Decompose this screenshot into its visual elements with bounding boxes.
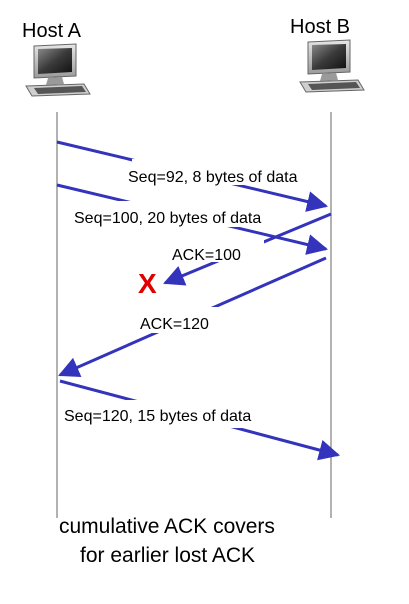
caption-line-1: cumulative ACK covers	[59, 515, 275, 538]
host-b-label: Host B	[290, 16, 350, 38]
message-label-ack120: ACK=120	[140, 316, 209, 333]
message-label-seq100: Seq=100, 20 bytes of data	[74, 210, 261, 227]
host-a-computer-icon	[25, 43, 91, 97]
caption-line-2: for earlier lost ACK	[80, 544, 255, 567]
message-label-ack100: ACK=100	[172, 247, 241, 264]
host-b-computer-icon	[299, 39, 365, 93]
host-a-label: Host A	[22, 20, 82, 42]
lost-ack-x-icon: X	[138, 268, 157, 299]
message-label-seq120: Seq=120, 15 bytes of data	[64, 408, 251, 425]
message-label-seq92: Seq=92, 8 bytes of data	[128, 169, 298, 186]
